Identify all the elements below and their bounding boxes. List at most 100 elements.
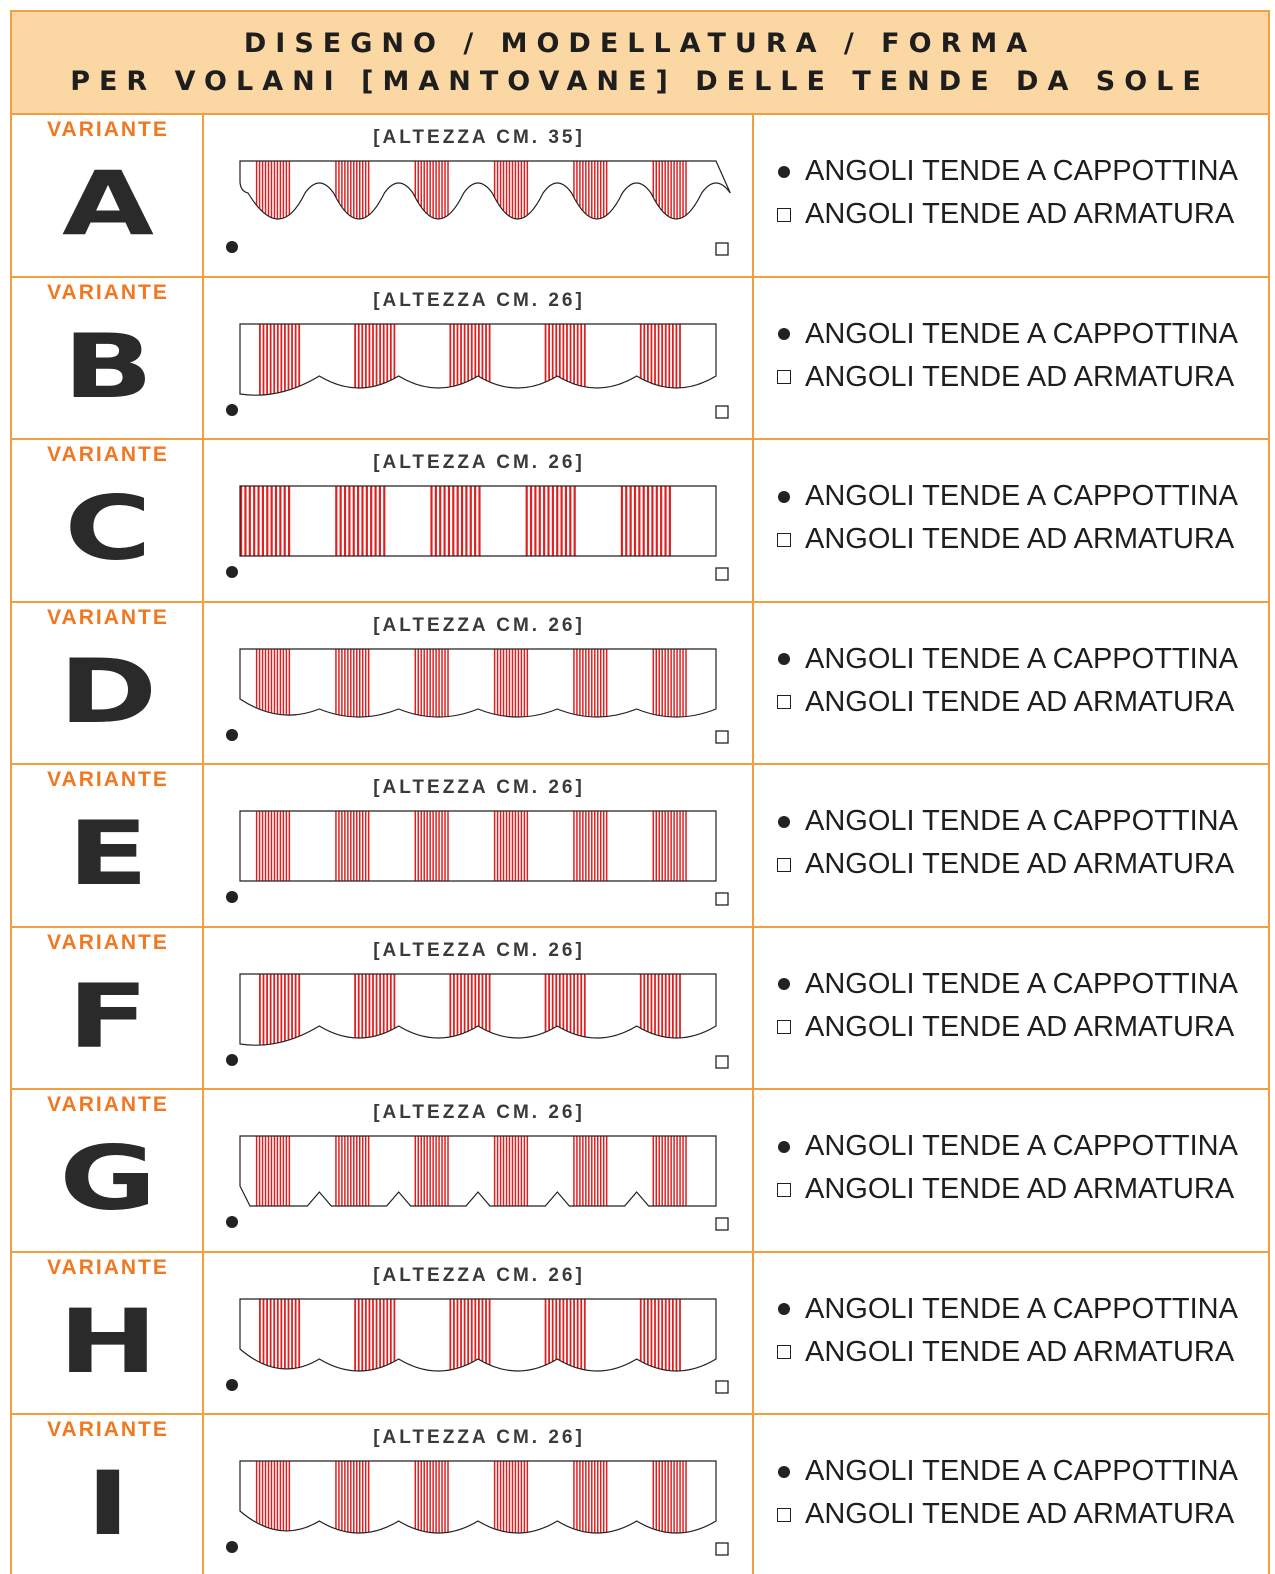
- stripe-line: [344, 811, 346, 881]
- stripe-line: [573, 648, 575, 717]
- stripe-line: [667, 161, 669, 219]
- stripe-line: [676, 1136, 678, 1206]
- stripe-line: [566, 973, 568, 1045]
- stripe-line: [602, 1461, 605, 1533]
- stripe-line: [357, 323, 360, 395]
- option-armatura: ANGOLI TENDE AD ARMATURA: [776, 361, 1234, 394]
- stripe-line: [517, 1136, 520, 1206]
- valance-shape: [226, 1297, 729, 1394]
- variant-label: VARIANTE: [47, 1093, 169, 1116]
- stripe-line: [393, 973, 396, 1045]
- stripe-line: [430, 486, 433, 556]
- stripe-line: [350, 811, 352, 881]
- stripe-line: [496, 648, 499, 717]
- option-armatura-text: ANGOLI TENDE AD ARMATURA: [805, 1010, 1235, 1043]
- stripe-line: [573, 1136, 575, 1206]
- stripe-line: [488, 323, 491, 395]
- stripe-line: [511, 648, 514, 717]
- stripe-line: [661, 648, 663, 717]
- stripe-line: [579, 1136, 581, 1206]
- stripe-line: [664, 323, 667, 395]
- stripe-line: [496, 1136, 499, 1206]
- option-cappottina: ANGOLI TENDE A CAPPOTTINA: [776, 1293, 1238, 1326]
- filled-circle-icon: [778, 1140, 790, 1153]
- valance-outline: [239, 1297, 717, 1372]
- stripe-line: [347, 161, 349, 219]
- stripe-line: [651, 486, 654, 556]
- stripe-line: [658, 811, 660, 881]
- stripe-line: [493, 1136, 496, 1206]
- stripe-line: [474, 1298, 477, 1371]
- stripe-line: [285, 1136, 288, 1206]
- stripe-line: [558, 1298, 561, 1371]
- stripe-line: [514, 161, 517, 219]
- option-cappottina-text: ANGOLI TENDE A CAPPOTTINA: [805, 805, 1238, 837]
- stripe-line: [426, 811, 428, 881]
- filled-circle-icon: [226, 566, 238, 578]
- stripe-line: [255, 1136, 258, 1206]
- stripe-line: [671, 973, 674, 1045]
- stripe-line: [496, 811, 499, 881]
- stripe-line: [270, 811, 273, 881]
- valance-drawing-cell: [ALTEZZA CM. 26]: [204, 1090, 754, 1251]
- stripe-line: [273, 161, 276, 219]
- stripe-line: [266, 323, 268, 395]
- stripe-line: [502, 811, 505, 881]
- stripe-line: [435, 161, 437, 219]
- stripe-line: [582, 811, 584, 881]
- stripe-line: [255, 1461, 258, 1533]
- stripe-line: [488, 1298, 491, 1371]
- variant-letter: C: [64, 477, 152, 580]
- stripe-line: [654, 323, 656, 395]
- stripe-line: [551, 973, 554, 1045]
- stripe-line: [443, 486, 446, 556]
- stripe-line: [582, 161, 584, 219]
- stripe-line: [602, 648, 605, 717]
- stripe-line: [264, 811, 267, 881]
- stripe-line: [605, 811, 608, 881]
- stripe-line: [579, 811, 581, 881]
- valance-drawing-cell: [ALTEZZA CM. 26]: [204, 1415, 754, 1574]
- stripe-line: [668, 1298, 671, 1371]
- empty-square-icon: [715, 1542, 729, 1556]
- stripe-line: [350, 1461, 352, 1533]
- stripe-line: [259, 1298, 261, 1371]
- stripe-line: [655, 811, 657, 881]
- stripe-line: [353, 161, 355, 219]
- stripe-line: [356, 811, 358, 881]
- stripe-line: [389, 1298, 392, 1371]
- height-label: [ALTEZZA CM. 35]: [373, 127, 585, 148]
- stripe-line: [514, 1136, 517, 1206]
- valance-drawing-cell: [ALTEZZA CM. 26]: [204, 1252, 754, 1413]
- stripe-line: [562, 973, 565, 1045]
- stripe-line: [368, 323, 371, 395]
- stripe-line: [597, 161, 599, 219]
- stripe-line: [294, 1298, 297, 1371]
- stripe-line: [529, 486, 533, 556]
- stripe-line: [670, 648, 672, 717]
- stripe-line: [676, 648, 678, 717]
- stripe-line: [467, 1298, 470, 1371]
- stripe-line: [576, 1136, 578, 1206]
- stripe-line: [643, 1298, 646, 1371]
- stripe-line: [456, 486, 459, 556]
- stripe-line: [576, 973, 579, 1045]
- stripe-line: [282, 1136, 285, 1206]
- stripe-line: [341, 648, 343, 717]
- option-cappottina: ANGOLI TENDE A CAPPOTTINA: [776, 643, 1238, 676]
- filled-circle-icon: [778, 1465, 790, 1478]
- stripe-line: [526, 1461, 529, 1533]
- filled-circle-icon: [778, 978, 790, 990]
- stripe-line: [255, 648, 258, 717]
- stripe-line: [279, 648, 282, 717]
- stripe-line: [668, 973, 671, 1045]
- stripe-line: [447, 161, 449, 219]
- stripe-line: [264, 161, 267, 219]
- stripe-line: [248, 486, 251, 556]
- stripe-line: [266, 486, 269, 556]
- stripe-line: [368, 1298, 371, 1371]
- stripe-line: [414, 1136, 417, 1206]
- option-cappottina: ANGOLI TENDE A CAPPOTTINA: [776, 480, 1238, 513]
- stripe-line: [341, 811, 343, 881]
